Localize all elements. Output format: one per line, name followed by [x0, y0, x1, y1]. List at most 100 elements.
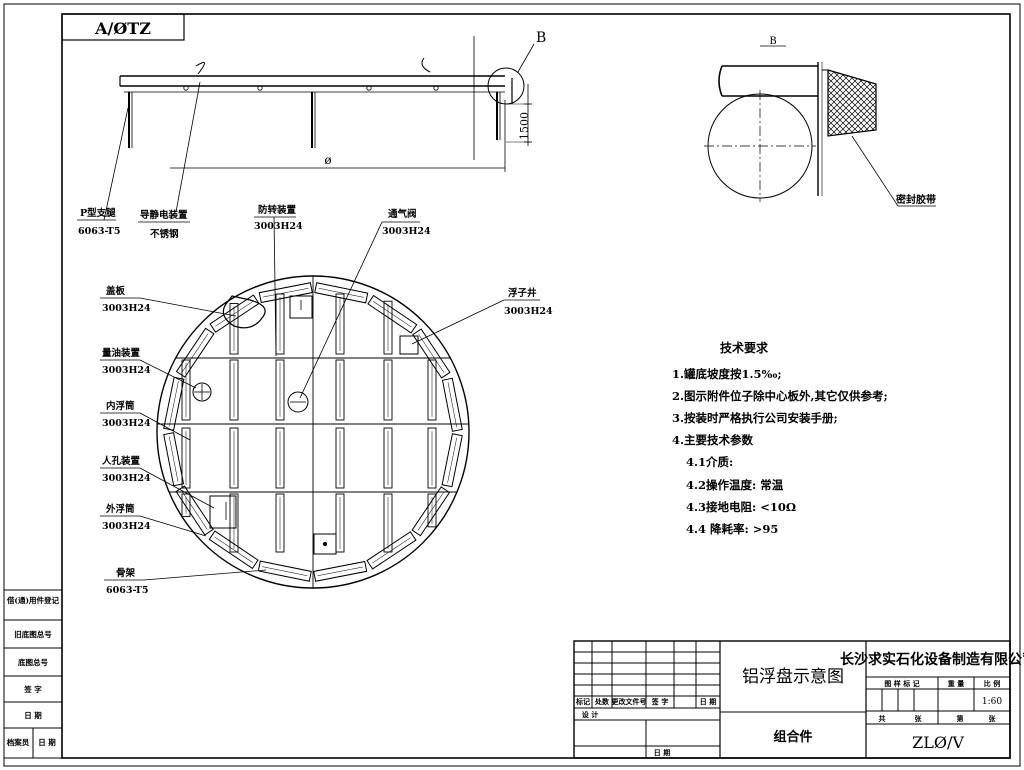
inner-pontoon	[335, 493, 345, 553]
inner-pontoon	[427, 427, 437, 489]
hdr-sheet: 第	[957, 714, 964, 723]
outer-pontoon	[441, 433, 463, 488]
tech-item-4-3: 4.3接地电阻: <10Ω	[686, 500, 796, 514]
inner-pontoon	[427, 493, 437, 528]
inner-pontoon	[181, 493, 191, 518]
outer-pontoon	[208, 530, 259, 570]
title-block	[573, 640, 1011, 759]
strip-date: 日 期	[24, 710, 42, 720]
left-registration-strip	[3, 589, 63, 759]
drawing-title: 铝浮盘示意图	[742, 667, 844, 687]
hdr-scale: 比 例	[984, 679, 1000, 688]
inner-pontoon	[383, 493, 393, 553]
tech-item-4-1: 4.1介质:	[686, 455, 733, 469]
inner-pontoon	[275, 359, 285, 421]
inner-pontoon	[229, 303, 239, 355]
hdr-design: 设 计	[582, 710, 598, 719]
inner-pontoon	[335, 359, 345, 421]
inner-pontoon	[335, 427, 345, 489]
technical-requirements: 技术要求 1.罐底坡度按1.5‰; 2.图示附件位子除中心板外,其它仅供参考; …	[672, 340, 888, 536]
label-static-conductor-mat: 不锈钢	[150, 228, 179, 240]
tech-item-3: 3.按装时严格执行公司安装手册;	[672, 411, 838, 425]
tech-item-4-4: 4.4 降耗率: >95	[686, 522, 778, 536]
hdr-date: 日 期	[700, 697, 716, 706]
outer-pontoon	[175, 327, 215, 378]
height-dimension: 1500	[518, 112, 531, 140]
label-p-support: P型支腿	[80, 207, 116, 219]
tech-item-2: 2.图示附件位子除中心板外,其它仅供参考;	[672, 389, 888, 403]
outer-border	[3, 3, 1021, 767]
drawing-number: ZLØ/V	[912, 733, 964, 752]
strip-base-no: 底图总号	[18, 657, 48, 667]
corner-tag-text: A/ØTZ	[94, 19, 151, 38]
detail-ref-b: B	[536, 30, 546, 46]
label-gauge-device-mat: 3003H24	[102, 365, 151, 376]
inner-border	[61, 13, 1011, 759]
label-cover-plate-mat: 3003H24	[102, 303, 151, 314]
scale-value: 1:60	[982, 697, 1002, 707]
inner-pontoon	[383, 300, 393, 355]
company-name: 长沙求实石化设备制造有限公司	[840, 651, 1024, 668]
outer-pontoon	[411, 486, 451, 537]
hdr-mark: 标记	[575, 697, 590, 706]
outer-pontoon	[209, 294, 260, 333]
strip-sign: 签 字	[23, 684, 42, 694]
outer-pontoon	[258, 282, 313, 304]
label-static-conductor: 导静电装置	[140, 209, 188, 221]
elevation-view	[119, 36, 535, 172]
label-outer-pontoon: 外浮筒	[105, 503, 135, 515]
tech-item-4-2: 4.2操作温度: 常温	[686, 478, 784, 492]
label-gauge-device: 量油装置	[102, 347, 141, 359]
label-outer-pontoon-mat: 3003H24	[102, 521, 151, 532]
label-anti-rotation: 防转装置	[258, 204, 297, 216]
label-frame-mat: 6063-T5	[106, 585, 149, 596]
inner-pontoon	[335, 293, 345, 355]
inner-pontoon	[275, 493, 285, 553]
hdr-total: 共	[879, 714, 886, 723]
hdr-count: 处数	[594, 697, 610, 706]
left-strip-labels: 借(通)用件登记 旧底图总号 底图总号 签 字 日 期 档案员 日 期	[6, 595, 60, 747]
hdr-date-2: 日 期	[654, 748, 670, 757]
label-vent-valve-mat: 3003H24	[382, 226, 431, 237]
outer-pontoon	[313, 560, 368, 582]
label-cover-plate: 盖板	[106, 285, 126, 297]
outer-pontoon	[163, 432, 185, 487]
outer-pontoon	[441, 377, 463, 432]
inner-pontoon	[383, 359, 393, 421]
inner-pontoon	[229, 493, 239, 553]
hdr-sheets: 张	[915, 714, 923, 723]
strip-archivist: 档案员	[7, 737, 30, 747]
outer-pontoon-ring	[163, 282, 463, 582]
corner-tag: A/ØTZ	[61, 13, 185, 41]
hdr-doc-no: 更改文件号	[612, 697, 647, 706]
label-anti-rotation-mat: 3003H24	[254, 221, 303, 232]
title-block-text: 长沙求实石化设备制造有限公司 铝浮盘示意图 组合件 ZLØ/V 标记 处数 更改…	[575, 651, 1024, 757]
strip-old-base-no: 旧底图总号	[14, 629, 52, 639]
outer-pontoon	[412, 328, 451, 379]
inner-pontoon	[427, 359, 437, 421]
hdr-sign: 签 字	[651, 697, 668, 706]
outer-pontoon	[163, 376, 185, 431]
diameter-dimension: ø	[324, 153, 331, 167]
detail-b-view	[704, 45, 936, 207]
strip-borrowed-reg: 借(通)用件登记	[6, 595, 60, 605]
outer-pontoon	[314, 282, 369, 304]
callout-labels: P型支腿 6063-T5 导静电装置 不锈钢 防转装置 3003H24 通气阀 …	[78, 204, 553, 596]
leader-lines	[77, 81, 540, 581]
inner-pontoon	[383, 427, 393, 489]
assembly-label: 组合件	[773, 729, 812, 745]
label-manhole: 人孔装置	[102, 455, 141, 467]
label-frame: 骨架	[116, 567, 136, 579]
detail-b-title: B	[769, 36, 776, 47]
label-inner-pontoon-mat: 3003H24	[102, 418, 151, 429]
label-vent-valve: 通气阀	[388, 208, 417, 220]
hdr-stage-mark: 图 样 标 记	[884, 679, 919, 688]
outer-pontoon	[366, 531, 417, 570]
inner-pontoon	[229, 359, 239, 421]
tech-heading: 技术要求	[720, 340, 769, 355]
inner-pontoon	[229, 427, 239, 489]
label-manhole-mat: 3003H24	[102, 473, 151, 484]
label-float-well-mat: 3003H24	[504, 306, 553, 317]
label-p-support-mat: 6063-T5	[78, 226, 121, 237]
